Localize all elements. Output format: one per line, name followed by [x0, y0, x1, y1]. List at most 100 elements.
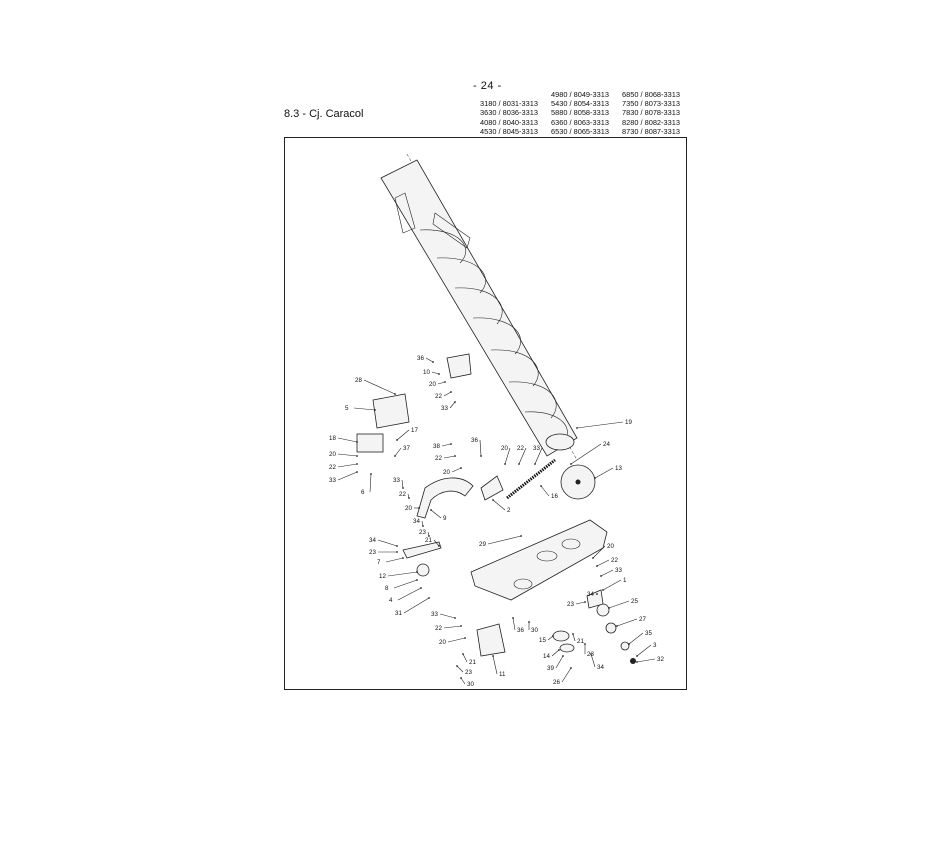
- model-list: 4980 / 8049-3313 6850 / 8068-3313 3180 /…: [480, 90, 693, 136]
- model-code: 7350 / 8073-3313: [622, 99, 680, 109]
- auger-flights: [419, 229, 568, 444]
- callout-33: 33: [533, 445, 540, 452]
- callout-17: 17: [411, 427, 418, 434]
- leader-line-22: [443, 625, 462, 629]
- leader-line-14: [551, 649, 560, 657]
- leader-dot: [454, 455, 456, 457]
- callout-24: 24: [603, 441, 610, 448]
- callout-22: 22: [329, 464, 336, 471]
- leader-dot: [552, 635, 554, 637]
- leader-dot: [416, 579, 418, 581]
- leader-dot: [402, 487, 404, 489]
- leader-line-21: [572, 633, 576, 642]
- leader-dot: [438, 545, 440, 547]
- leader-line-29: [487, 535, 522, 545]
- bearing-25: [596, 603, 610, 617]
- callout-21: 21: [577, 638, 584, 645]
- leader-line-37: [394, 447, 402, 457]
- leader-dot: [460, 625, 462, 627]
- leader-dot: [528, 621, 530, 623]
- callout-22: 22: [435, 625, 442, 632]
- model-code: 4980 / 8049-3313: [551, 90, 609, 99]
- callout-33: 33: [615, 567, 622, 574]
- leader-dot: [454, 401, 456, 403]
- callout-36: 36: [471, 437, 478, 444]
- callout-26: 26: [553, 679, 560, 686]
- callout-27: 27: [639, 616, 646, 623]
- callout-30: 30: [531, 627, 538, 634]
- leader-dot: [540, 485, 542, 487]
- callout-22: 22: [435, 393, 442, 400]
- leader-dot: [464, 637, 466, 639]
- leader-dot: [420, 587, 422, 589]
- leader-dot: [562, 655, 564, 657]
- callout-34: 34: [413, 518, 420, 525]
- callout-22: 22: [435, 455, 442, 462]
- model-code: 6850 / 8068-3313: [622, 90, 680, 99]
- leader-line-20: [437, 381, 446, 385]
- leader-dot: [504, 463, 506, 465]
- leader-dot: [460, 677, 462, 679]
- callout-36: 36: [417, 355, 424, 362]
- leader-dot: [570, 667, 572, 669]
- callout-33: 33: [441, 405, 448, 412]
- leader-dot: [438, 373, 440, 375]
- leader-dot: [592, 557, 594, 559]
- callout-20: 20: [329, 451, 336, 458]
- leader-dot: [462, 653, 464, 655]
- base-plate: [470, 519, 608, 601]
- callout-22: 22: [517, 445, 524, 452]
- sprocket-14: [559, 643, 575, 653]
- callout-34: 34: [587, 591, 594, 598]
- leader-dot: [428, 535, 430, 537]
- leader-line-15: [547, 635, 554, 641]
- leader-line-32: [636, 658, 656, 663]
- model-code: [480, 90, 551, 99]
- callout-23: 23: [587, 651, 594, 658]
- callout-23: 23: [369, 549, 376, 556]
- leader-dot: [518, 463, 520, 465]
- callout-31: 31: [395, 610, 402, 617]
- callout-16: 16: [551, 493, 558, 500]
- callout-20: 20: [501, 445, 508, 452]
- leader-dot: [558, 649, 560, 651]
- leader-line-17: [396, 429, 410, 441]
- leader-line-22: [337, 463, 358, 468]
- model-code: 5880 / 8058-3313: [551, 108, 609, 118]
- leader-dot: [396, 551, 398, 553]
- leader-line-28: [363, 379, 396, 395]
- auger-top-plate: [394, 192, 416, 234]
- page-number: - 24 -: [473, 80, 502, 92]
- leader-dot: [396, 545, 398, 547]
- leader-line-20: [451, 467, 462, 473]
- leader-dot: [450, 443, 452, 445]
- leader-dot: [402, 557, 404, 559]
- leader-dot: [628, 643, 630, 645]
- callout-33: 33: [329, 477, 336, 484]
- bracket-2: [480, 475, 504, 501]
- auger-tube: [380, 159, 578, 457]
- leader-line-36: [512, 617, 516, 631]
- leader-line-34: [377, 539, 398, 547]
- shield-10: [446, 353, 472, 379]
- leader-dot: [454, 617, 456, 619]
- callout-34: 34: [597, 664, 604, 671]
- leader-dot: [600, 575, 602, 577]
- callout-37: 37: [403, 445, 410, 452]
- leader-dot: [616, 625, 618, 627]
- leader-line-25: [608, 600, 630, 609]
- bracket-5: [372, 393, 410, 429]
- leader-line-1: [602, 579, 622, 591]
- leader-dot: [430, 509, 432, 511]
- leader-line-27: [616, 618, 638, 627]
- leader-line-6: [369, 473, 372, 493]
- callout-9: 9: [443, 515, 447, 522]
- leader-line-5: [353, 407, 376, 411]
- leader-line-20: [337, 453, 358, 457]
- callout-22: 22: [399, 491, 406, 498]
- leader-line-23: [456, 665, 464, 673]
- model-code: 3180 / 8031-3313: [480, 99, 538, 109]
- leader-dot: [480, 455, 482, 457]
- leader-line-12: [387, 571, 418, 577]
- shield-9: [416, 477, 474, 519]
